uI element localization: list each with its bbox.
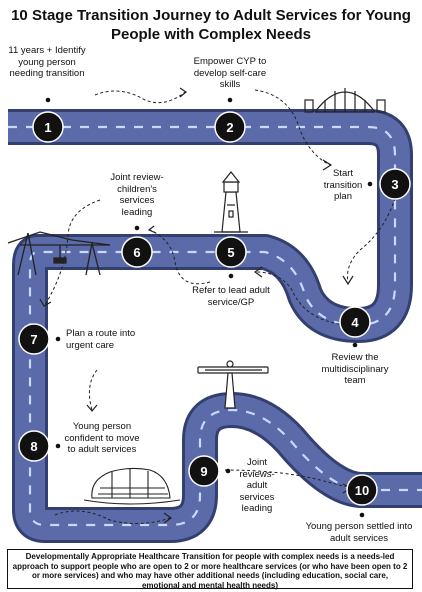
arrow-3-4 bbox=[347, 197, 396, 283]
stage-label-6: Joint review- children's services leadin… bbox=[110, 172, 164, 218]
stadium-icon bbox=[83, 467, 181, 505]
arrow-heads bbox=[39, 87, 354, 524]
stage-number: 10 bbox=[355, 483, 369, 498]
stage-number: 5 bbox=[227, 245, 234, 260]
journey-arrows bbox=[44, 89, 396, 524]
stage-label-4: Review the multidisciplinary team bbox=[321, 352, 389, 386]
bridge-icon bbox=[304, 88, 386, 113]
stage-label-3: Start transition plan bbox=[323, 168, 363, 202]
stage-number: 6 bbox=[133, 245, 140, 260]
arrow-4-5 bbox=[255, 271, 346, 326]
stage-label-9: Joint reviews- adult services leading bbox=[239, 457, 275, 514]
arrowhead-icon bbox=[86, 404, 98, 412]
page-title: 10 Stage Transition Journey to Adult Ser… bbox=[11, 7, 411, 43]
stage-number: 8 bbox=[30, 439, 37, 454]
stage-number: 7 bbox=[30, 332, 37, 347]
stage-marker-1: 1 bbox=[32, 111, 64, 143]
arrow-7-8 bbox=[88, 369, 98, 411]
stage-label-7: Plan a route into urgent care bbox=[66, 328, 136, 351]
road bbox=[8, 109, 422, 543]
arrowhead-icon bbox=[342, 275, 354, 286]
arrow-9-10 bbox=[224, 469, 351, 489]
road-surface bbox=[8, 112, 422, 540]
stage-number: 4 bbox=[351, 315, 359, 330]
stage-number: 1 bbox=[44, 120, 51, 135]
arrowhead-icon bbox=[147, 225, 157, 234]
arrowhead-icon bbox=[163, 512, 173, 524]
arrow-8-9 bbox=[54, 510, 171, 524]
stage-marker-3: 3 bbox=[379, 168, 411, 200]
stage-number: 9 bbox=[200, 464, 207, 479]
stage-marker-4: 4 bbox=[339, 306, 371, 338]
arrowhead-icon bbox=[179, 87, 188, 98]
stage-label-5: Refer to lead adult service/GP bbox=[192, 285, 270, 308]
arrowhead-icon bbox=[322, 159, 333, 171]
stage-marker-9: 9 bbox=[188, 455, 220, 487]
arrowhead-icon bbox=[39, 298, 52, 307]
stage-label-2: Empower CYP to develop self-care skills bbox=[193, 56, 267, 90]
arrow-1-2 bbox=[94, 90, 186, 104]
stage-marker-8: 8 bbox=[18, 430, 50, 462]
label-dots bbox=[45, 97, 373, 518]
stage-markers: 1 2 3 4 5 6 7 8 9 10 bbox=[18, 111, 411, 506]
stage-marker-2: 2 bbox=[214, 111, 246, 143]
stage-marker-6: 6 bbox=[121, 236, 153, 268]
stage-marker-10: 10 bbox=[346, 474, 378, 506]
angel-of-the-north-icon bbox=[197, 360, 269, 409]
arrowhead-icon bbox=[253, 266, 263, 278]
stage-marker-7: 7 bbox=[18, 323, 50, 355]
stage-label-10: Young person settled into adult services bbox=[305, 521, 413, 544]
arrow-6-7 bbox=[44, 199, 101, 306]
stage-number: 3 bbox=[391, 177, 398, 192]
stage-number: 2 bbox=[226, 120, 233, 135]
transporter-bridge-icon bbox=[7, 231, 111, 276]
arrow-2-3 bbox=[254, 89, 331, 166]
stage-label-1: 11 years + Identify young person needing… bbox=[8, 45, 86, 79]
footer-note: Developmentally Appropriate Healthcare T… bbox=[7, 549, 413, 590]
stage-label-8: Young person confident to move to adult … bbox=[64, 421, 140, 455]
stage-marker-5: 5 bbox=[215, 236, 247, 268]
lighthouse-icon bbox=[214, 171, 248, 233]
